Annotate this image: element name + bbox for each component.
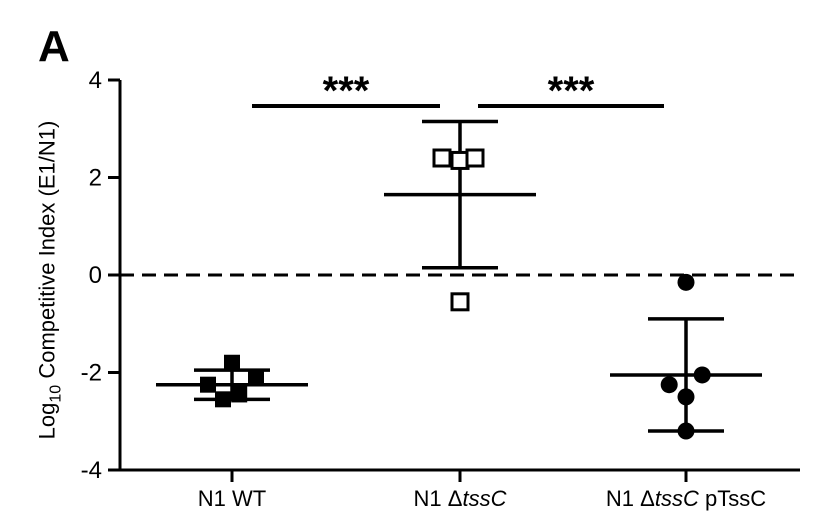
- y-tick-label: 0: [89, 262, 102, 289]
- data-point: [677, 388, 695, 406]
- data-point: [432, 148, 452, 168]
- data-point: [248, 369, 264, 386]
- x-tick-label: N1 WT: [198, 486, 266, 511]
- x-tick-label-part: N1 Δ: [606, 486, 655, 511]
- x-tick-label: N1 ΔtssC pTssC: [606, 486, 766, 511]
- panel-label: A: [38, 22, 70, 71]
- data-point: [450, 292, 470, 312]
- data-point: [224, 354, 240, 371]
- data-point: [200, 376, 216, 393]
- y-tick-label: -4: [81, 457, 102, 484]
- data-point: [677, 422, 695, 440]
- x-tick-label: N1 ΔtssC: [414, 486, 507, 511]
- x-tick-label-part: tssC: [655, 486, 699, 511]
- data-point: [693, 366, 711, 384]
- data-point: [231, 386, 248, 403]
- x-tick-label-part: pTssC: [699, 486, 766, 511]
- y-tick-label: 2: [89, 165, 102, 192]
- y-tick-label: -2: [81, 360, 102, 387]
- data-point: [660, 376, 678, 394]
- significance-label: ***: [548, 69, 595, 113]
- data-point: [465, 148, 485, 168]
- x-tick-label-part: tssC: [462, 486, 506, 511]
- data-point: [215, 391, 231, 408]
- y-tick-label: 4: [89, 67, 102, 94]
- significance-label: ***: [323, 69, 370, 113]
- x-tick-label-part: N1 WT: [198, 486, 266, 511]
- data-point: [677, 273, 695, 291]
- x-tick-label-part: N1 Δ: [414, 486, 463, 511]
